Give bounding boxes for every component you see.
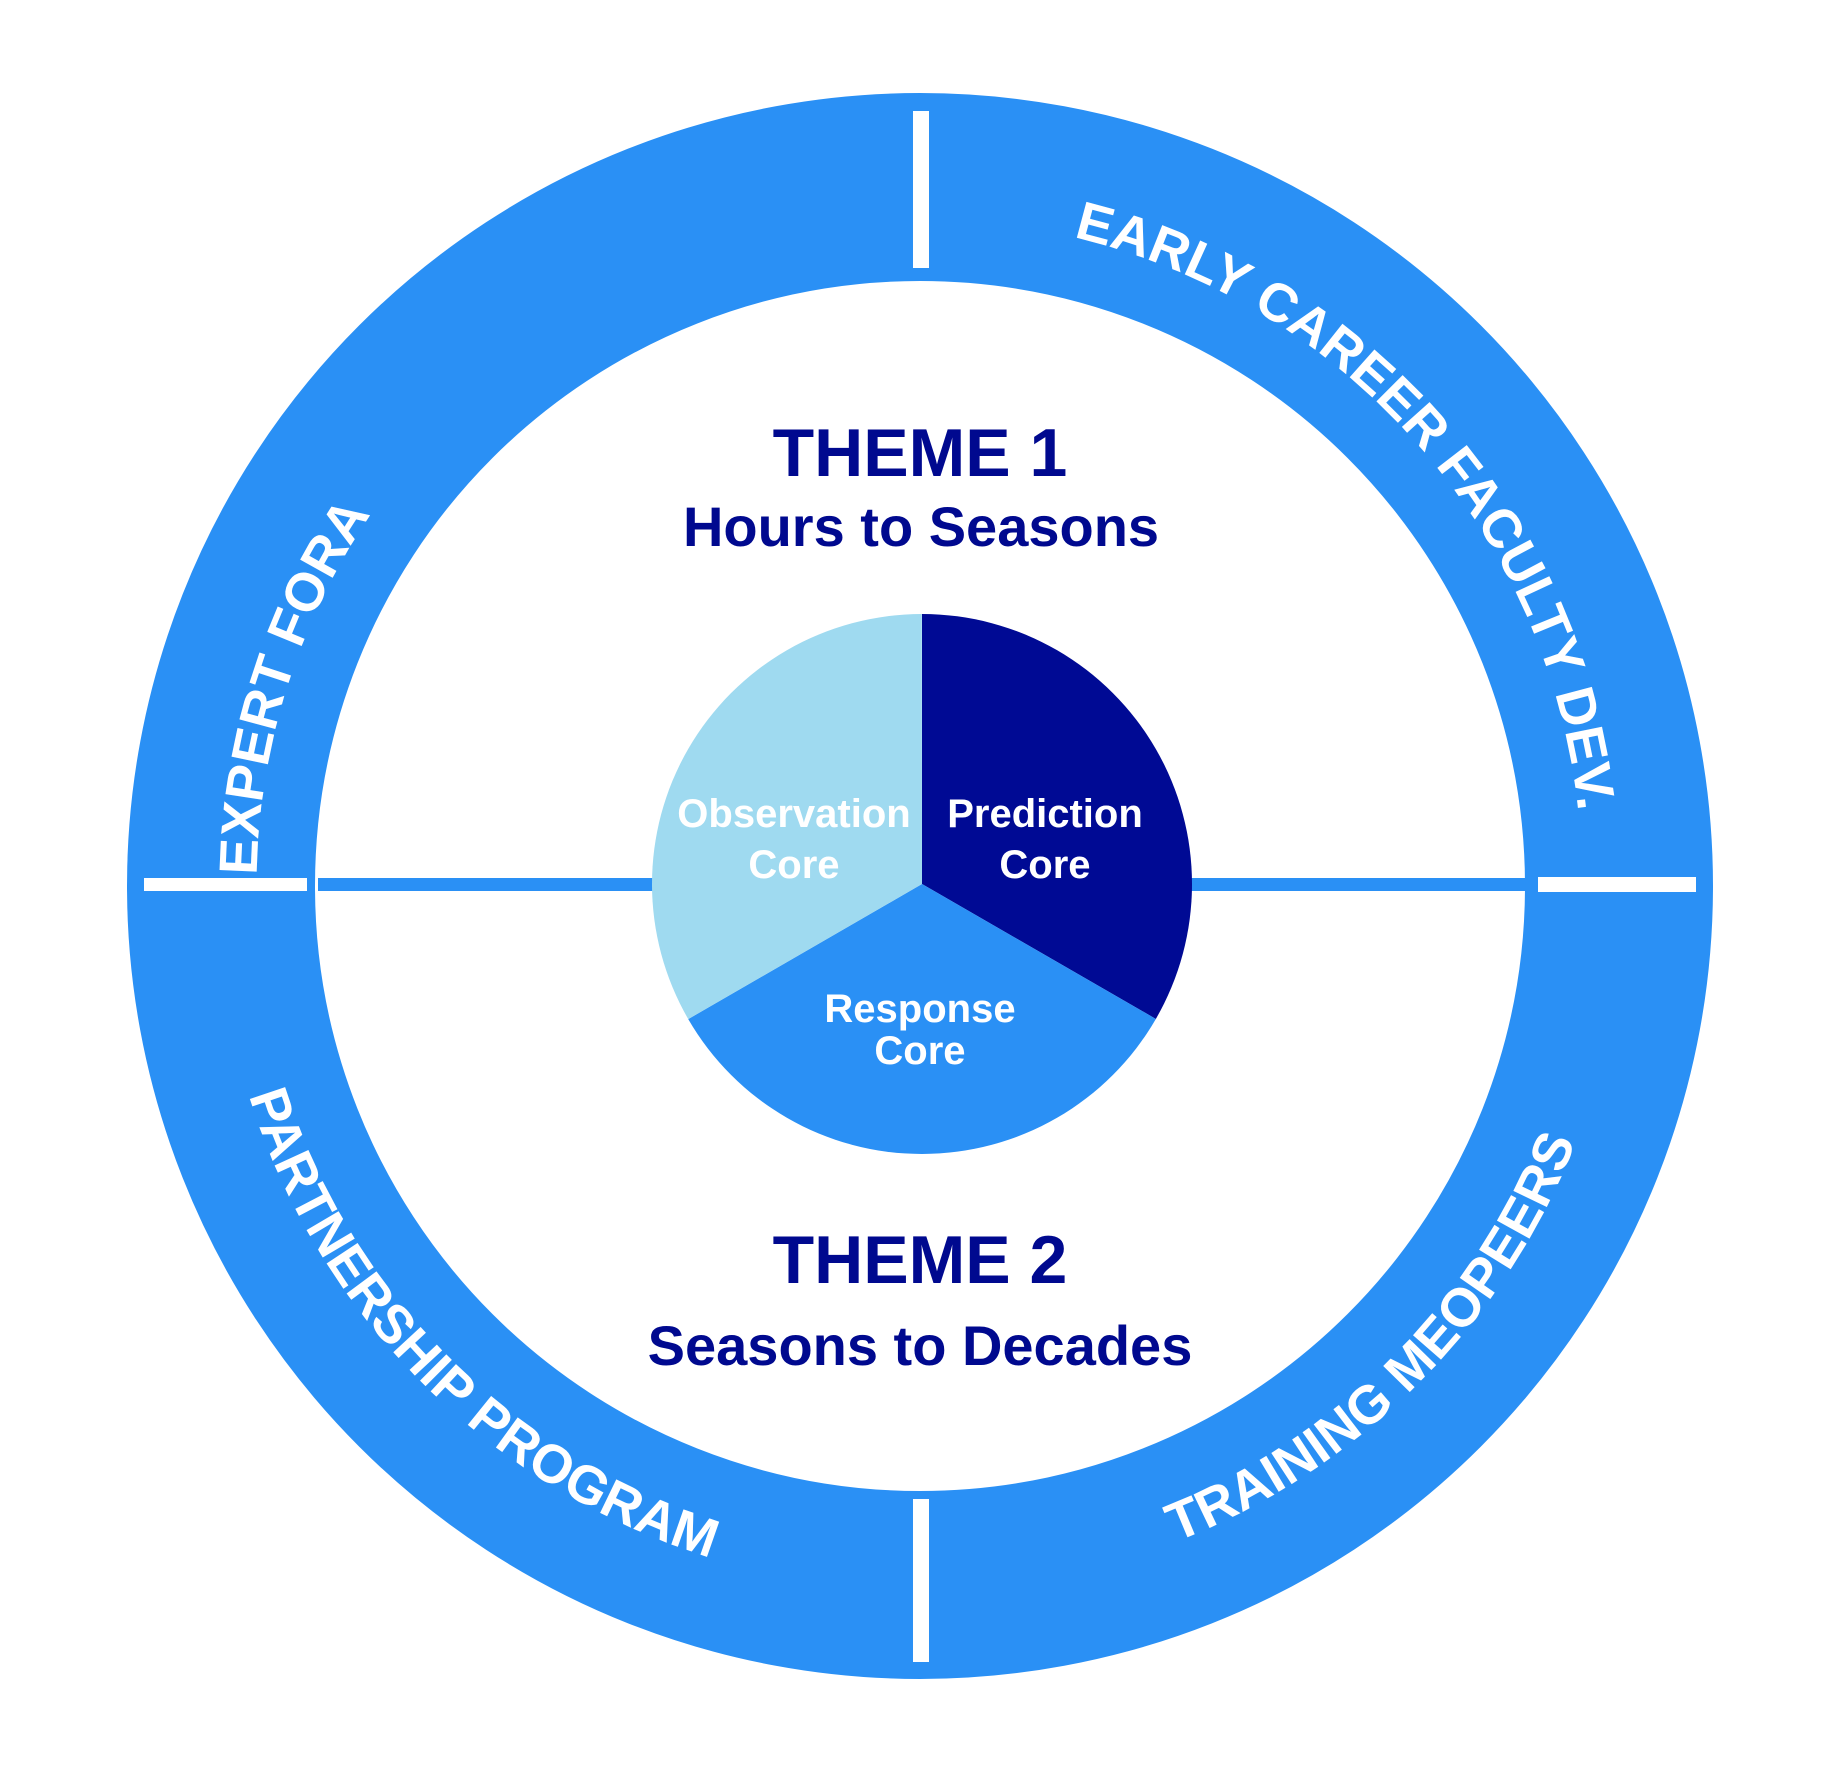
theme-separator-right bbox=[1185, 878, 1528, 891]
ring-divider-right bbox=[1538, 877, 1696, 892]
prediction-core-slice bbox=[922, 614, 1192, 1019]
observation-core-label-line2: Core bbox=[748, 843, 839, 887]
theme-1-title: THEME 1 bbox=[773, 415, 1068, 491]
ring-divider-top bbox=[913, 111, 929, 268]
ring-divider-left bbox=[144, 878, 307, 891]
prediction-core-label-line1: Prediction bbox=[947, 792, 1143, 836]
response-core-label-line2: Core bbox=[874, 1029, 965, 1073]
observation-core-slice bbox=[652, 614, 922, 1020]
cores-pie bbox=[652, 614, 1192, 1154]
ring-divider-bottom bbox=[913, 1499, 929, 1662]
prediction-core-label-line2: Core bbox=[999, 843, 1090, 887]
observation-core-label-line1: Observation bbox=[677, 792, 910, 836]
theme-1-subtitle: Hours to Seasons bbox=[683, 495, 1159, 558]
theme-separator-left bbox=[318, 878, 658, 891]
response-core-slice bbox=[688, 884, 1156, 1154]
theme-2-title: THEME 2 bbox=[773, 1222, 1068, 1298]
theme-2-subtitle: Seasons to Decades bbox=[648, 1314, 1193, 1377]
response-core-label-line1: Response bbox=[824, 987, 1015, 1031]
